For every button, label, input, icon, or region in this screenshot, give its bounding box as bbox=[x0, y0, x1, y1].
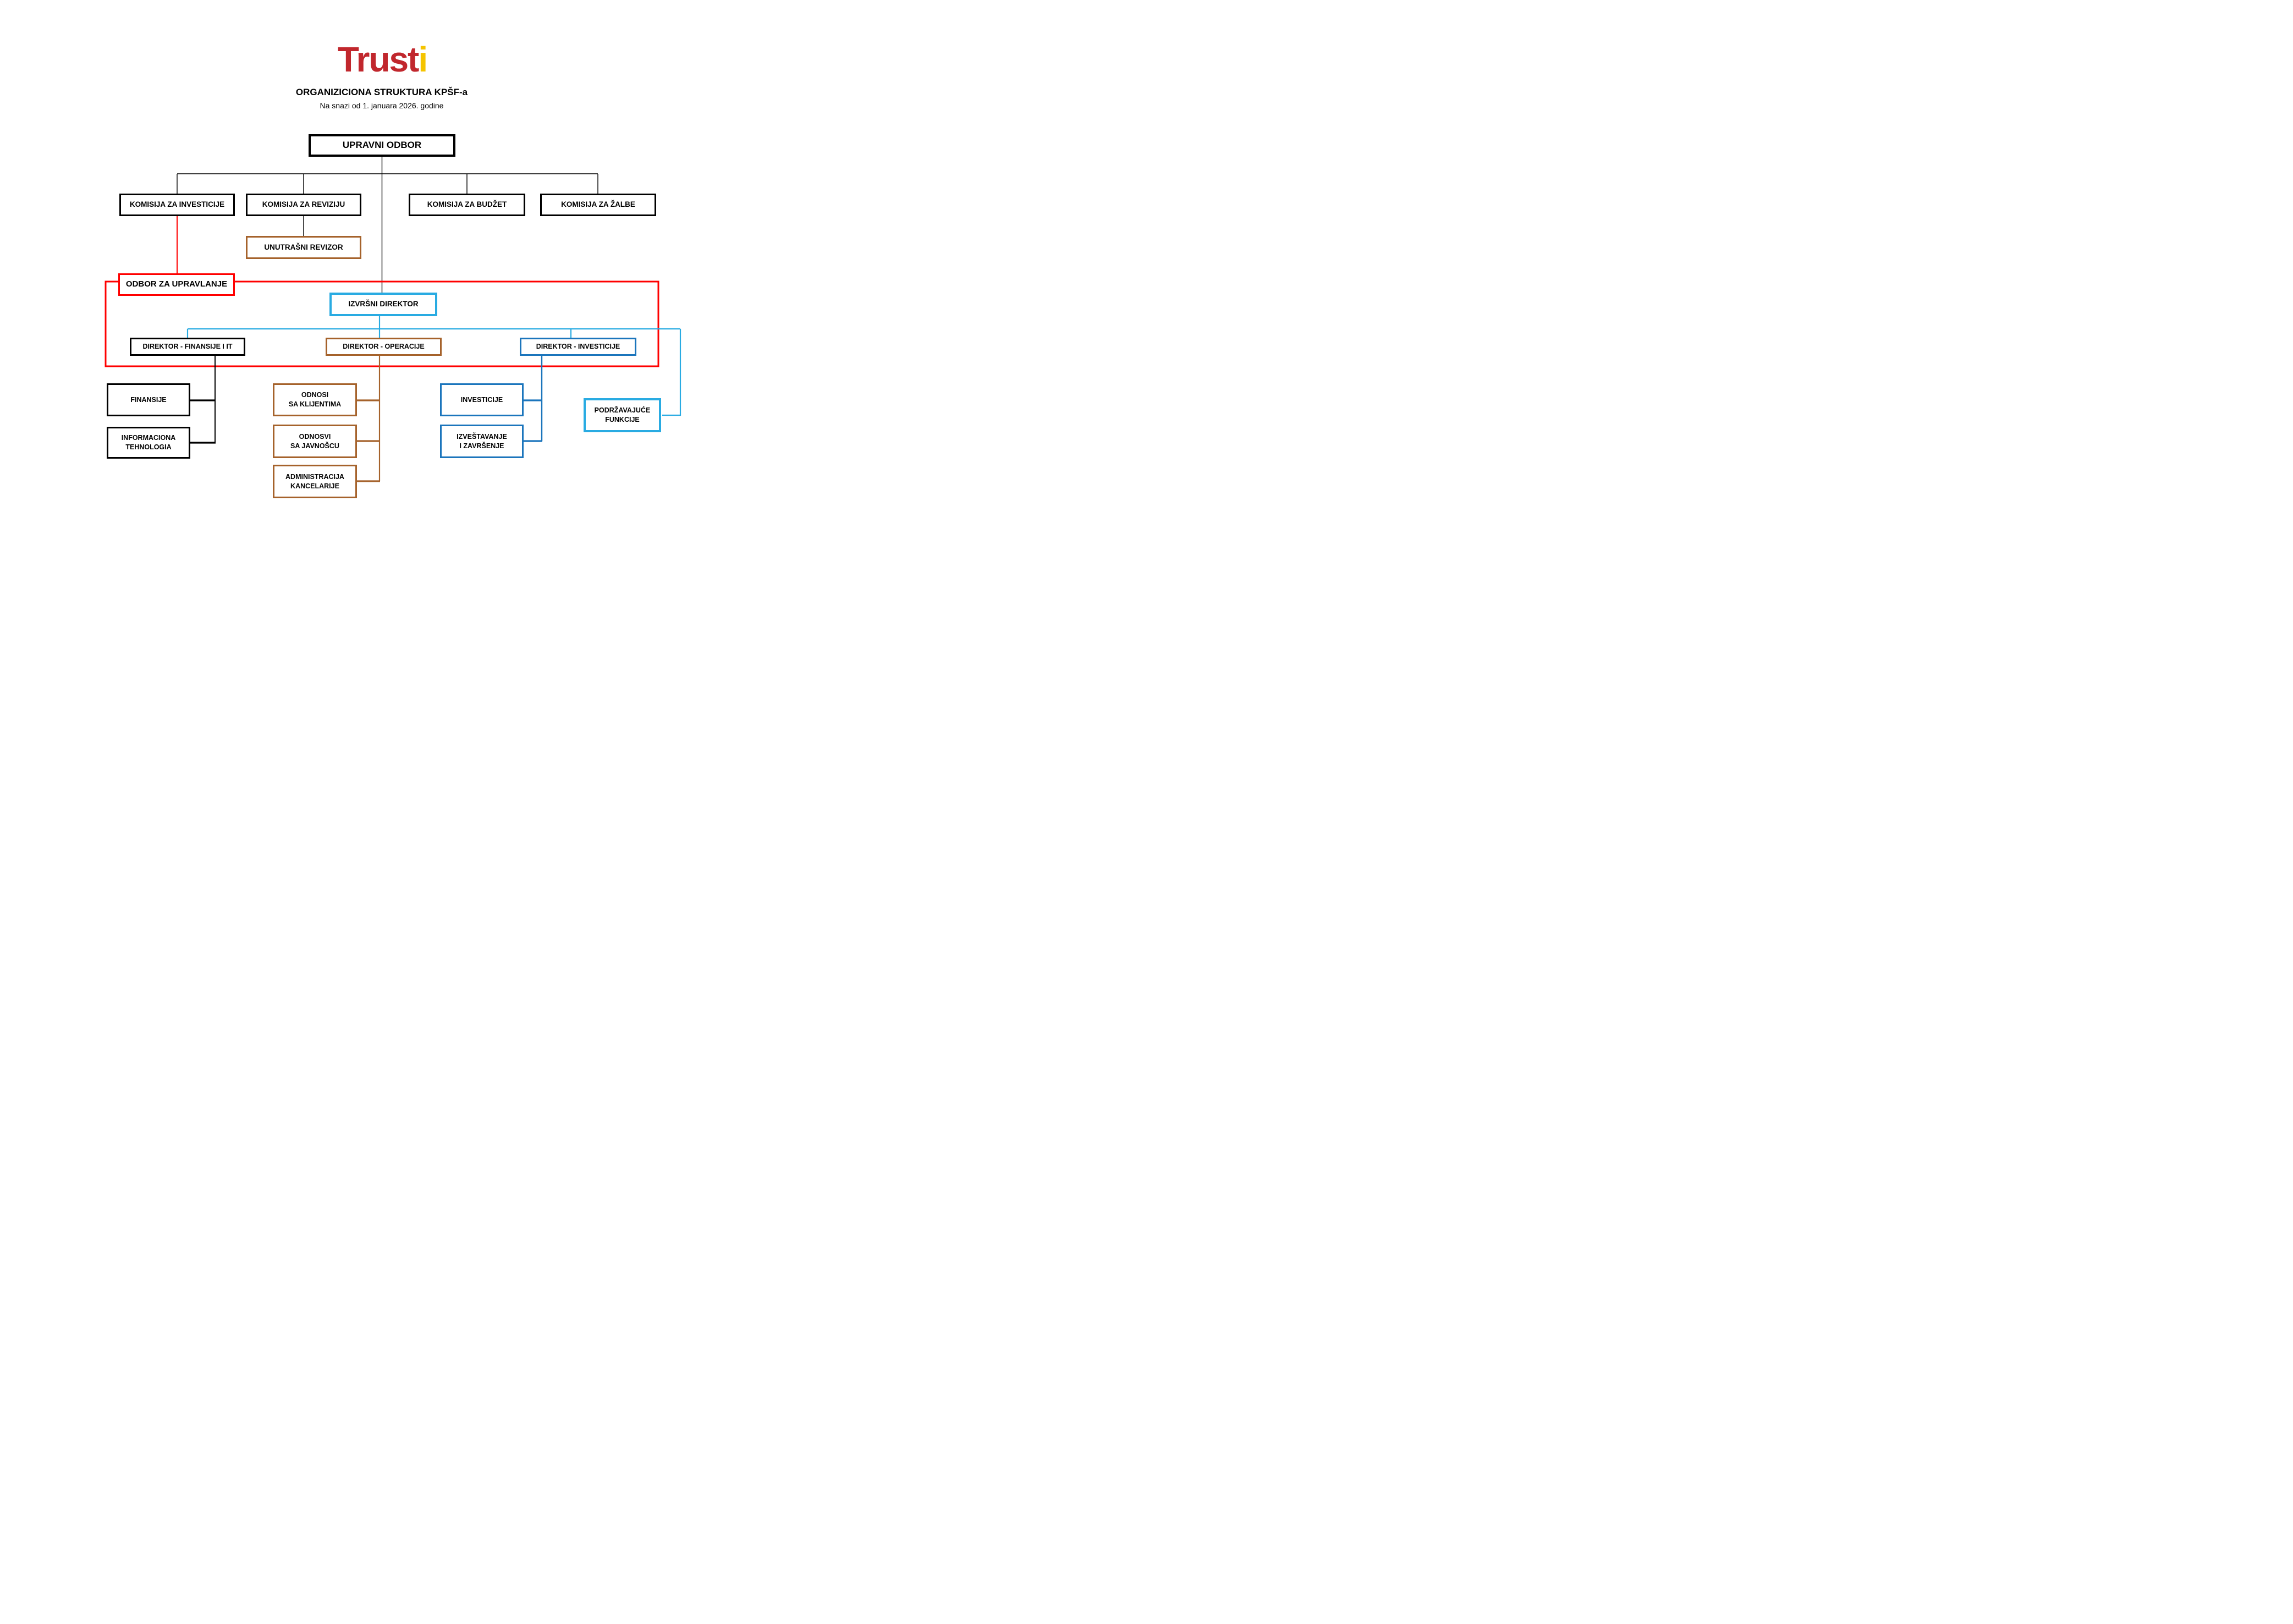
node-label: KOMISIJA ZA ŽALBE bbox=[561, 200, 635, 209]
node-komisija-za-investicije: KOMISIJA ZA INVESTICIJE bbox=[119, 194, 235, 216]
node-odnosvi-sa-javnoscu: ODNOSVI SA JAVNOŠCU bbox=[273, 425, 357, 458]
node-label-line1: ADMINISTRACIJA bbox=[285, 472, 344, 481]
node-podrzavajuce-funkcije: PODRŽAVAJUĆE FUNKCIJE bbox=[584, 398, 661, 432]
node-administracija-kancelarije: ADMINISTRACIJA KANCELARIJE bbox=[273, 465, 357, 498]
node-label: DIREKTOR - FINANSIJE I IT bbox=[142, 343, 233, 351]
node-label-line2: SA JAVNOŠCU bbox=[290, 442, 339, 450]
node-odbor-za-upravlanje: ODBOR ZA UPRAVLANJE bbox=[118, 273, 235, 296]
governance-scope-rectangle bbox=[105, 280, 659, 367]
node-label-line1: INFORMACIONA bbox=[121, 434, 176, 442]
logo-text-accent: i bbox=[418, 40, 428, 79]
node-label: ODBOR ZA UPRAVLANJE bbox=[125, 279, 228, 289]
node-label-line2: SA KLIJENTIMA bbox=[288, 400, 342, 408]
connector-izvrsni-to-directors bbox=[186, 316, 681, 416]
node-label: DIREKTOR - INVESTICIJE bbox=[536, 343, 620, 351]
node-komisija-za-budzet: KOMISIJA ZA BUDŽET bbox=[409, 194, 525, 216]
node-label-line2: TEHNOLOGIA bbox=[125, 443, 172, 451]
chart-subtitle: Na snazi od 1. januara 2026. godine bbox=[320, 101, 444, 110]
chart-title: ORGANIZICIONA STRUKTURA KPŠF-a bbox=[295, 87, 468, 97]
node-label: UNUTRAŠNI REVIZOR bbox=[264, 243, 343, 251]
node-investicije: INVESTICIJE bbox=[440, 383, 524, 416]
node-upravni-odbor: UPRAVNI ODBOR bbox=[309, 134, 455, 157]
node-direktor-finansije-i-it: DIREKTOR - FINANSIJE I IT bbox=[130, 338, 245, 356]
node-label-line1: ODNOSI bbox=[301, 391, 329, 399]
logo-text-primary: Trust bbox=[337, 40, 419, 79]
node-komisija-za-reviziju: KOMISIJA ZA REVIZIJU bbox=[246, 194, 361, 216]
node-label-line2: KANCELARIJE bbox=[290, 482, 339, 490]
trusti-logo: Trusti bbox=[0, 42, 765, 77]
connector-operacije-branch bbox=[357, 356, 381, 482]
node-unutrasni-revizor: UNUTRAŠNI REVIZOR bbox=[246, 236, 361, 259]
connector-investicije-branch bbox=[524, 356, 543, 442]
node-label: KOMISIJA ZA BUDŽET bbox=[427, 200, 507, 209]
node-label: IZVRŠNI DIREKTOR bbox=[348, 300, 419, 309]
node-label: DIREKTOR - OPERACIJE bbox=[343, 343, 425, 351]
node-label: KOMISIJA ZA INVESTICIJE bbox=[129, 200, 225, 209]
node-label: INVESTICIJE bbox=[460, 395, 503, 404]
connector-upravni-to-committees bbox=[177, 157, 598, 293]
node-label-line1: PODRŽAVAJUĆE bbox=[594, 406, 651, 415]
node-izvrsni-direktor: IZVRŠNI DIREKTOR bbox=[329, 293, 437, 316]
node-direktor-operacije: DIREKTOR - OPERACIJE bbox=[326, 338, 442, 356]
node-informaciona-tehnologia: INFORMACIONA TEHNOLOGIA bbox=[107, 427, 190, 459]
node-label: UPRAVNI ODBOR bbox=[342, 140, 422, 151]
node-label: FINANSIJE bbox=[130, 395, 167, 404]
node-label: KOMISIJA ZA REVIZIJU bbox=[262, 200, 345, 209]
node-izvestavanje-i-zavrsenje: IZVEŠTAVANJE I ZAVRŠENJE bbox=[440, 425, 524, 458]
node-komisija-za-zalbe: KOMISIJA ZA ŽALBE bbox=[540, 194, 656, 216]
connector-lines bbox=[105, 157, 681, 482]
node-label-line2: FUNKCIJE bbox=[605, 416, 640, 423]
node-finansije: FINANSIJE bbox=[107, 383, 190, 416]
connector-finansije-branch bbox=[190, 356, 216, 444]
org-chart-canvas: Trusti ORGANIZICIONA STRUKTURA KPŠF-a Na… bbox=[0, 0, 765, 541]
node-odnosi-sa-klijentima: ODNOSI SA KLIJENTIMA bbox=[273, 383, 357, 416]
node-label-line2: I ZAVRŠENJE bbox=[459, 442, 504, 450]
node-label-line1: ODNOSVI bbox=[299, 432, 331, 441]
node-label-line1: IZVEŠTAVANJE bbox=[457, 432, 507, 441]
node-direktor-investicije: DIREKTOR - INVESTICIJE bbox=[520, 338, 636, 356]
